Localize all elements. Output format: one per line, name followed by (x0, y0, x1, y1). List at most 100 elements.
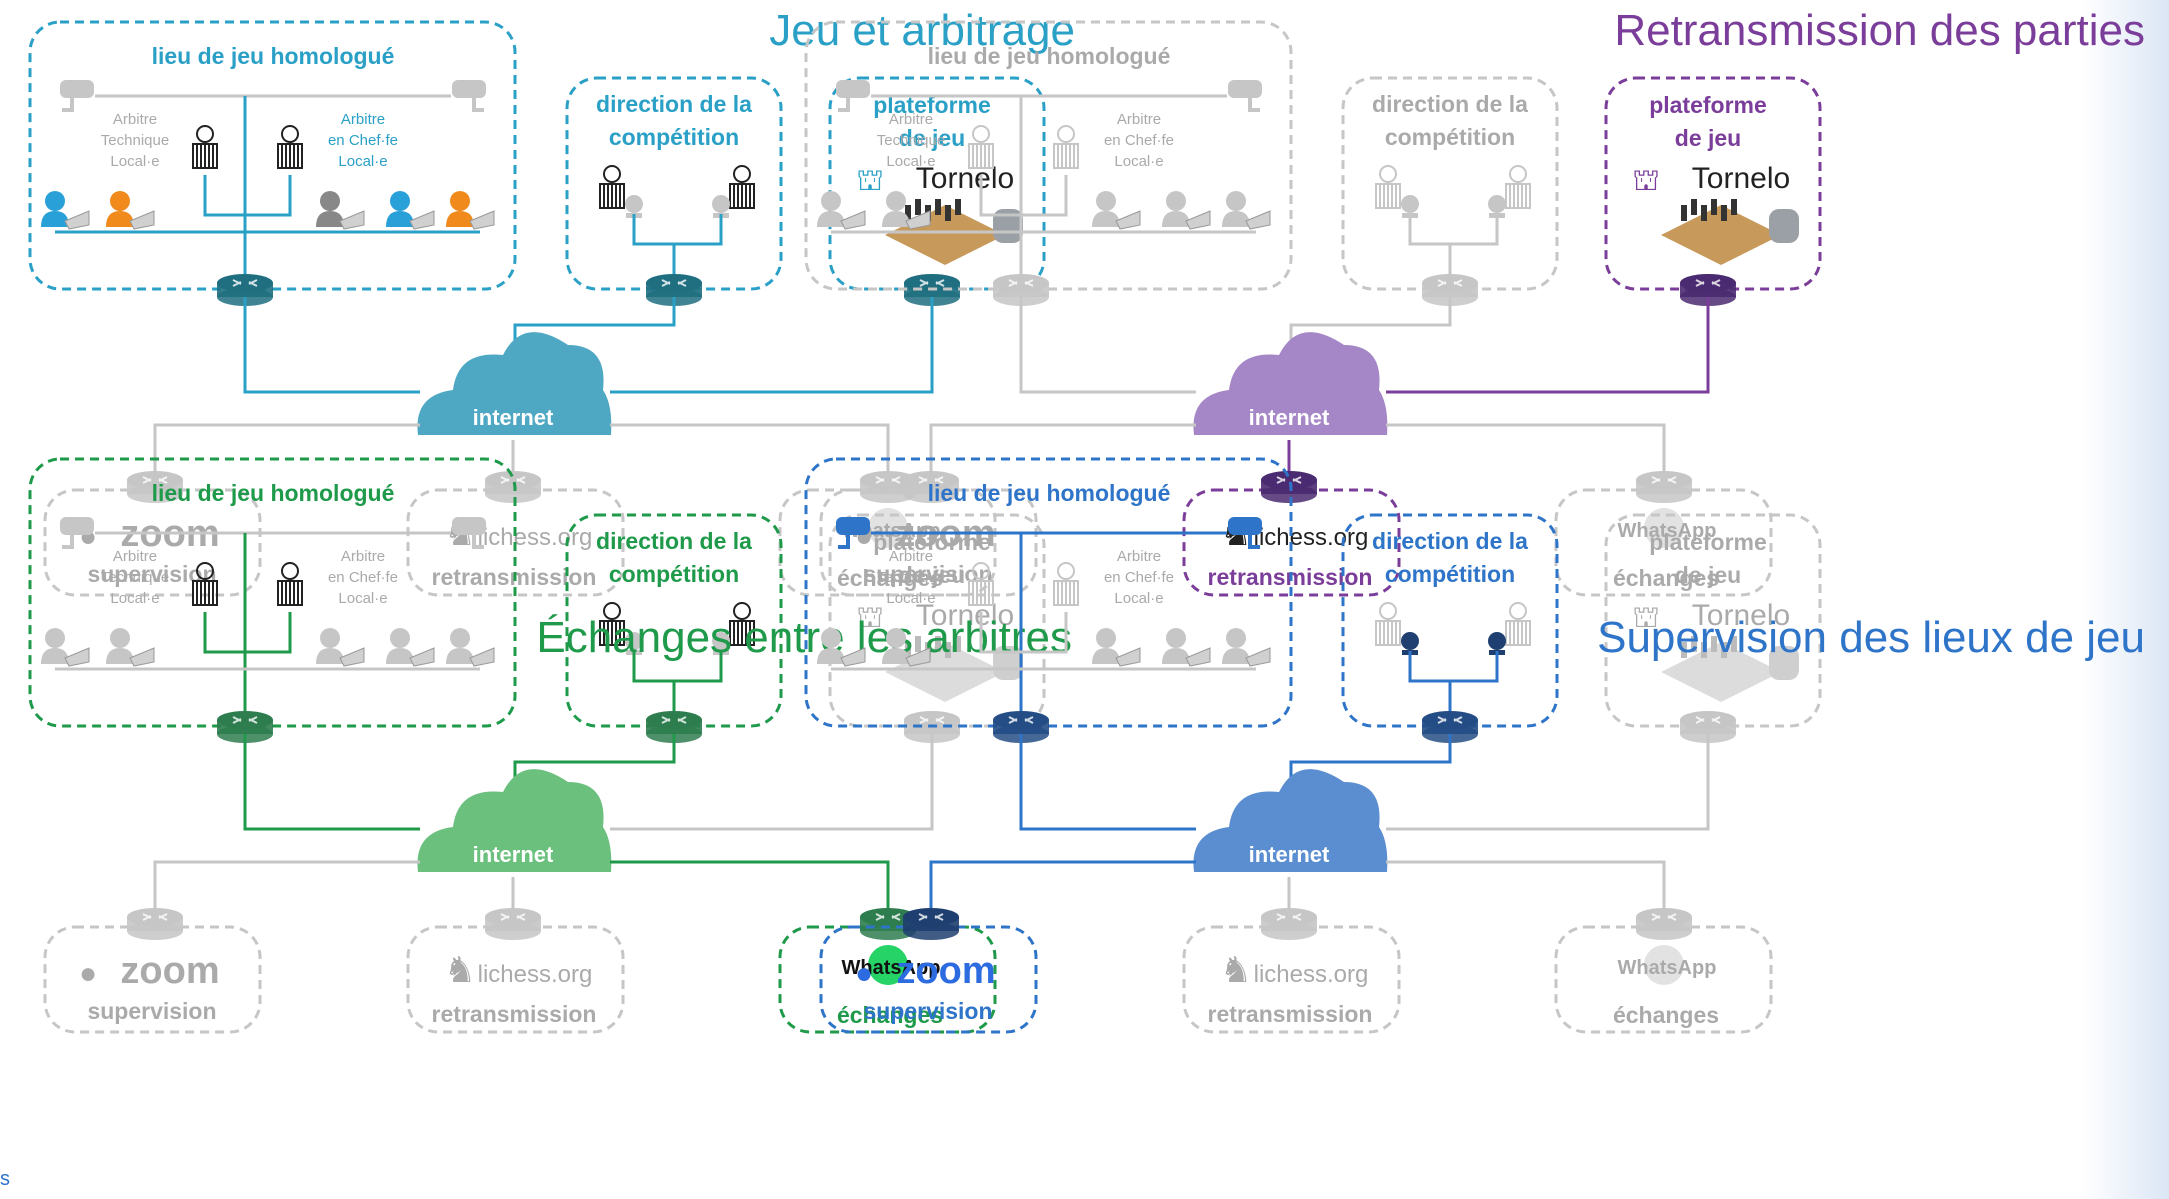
zoom-icon: ● (855, 957, 873, 990)
zoom-icon: ● (79, 957, 97, 990)
person-head (45, 628, 65, 648)
zoom-link (929, 423, 1196, 475)
player-icon (1162, 628, 1211, 667)
router-top (217, 711, 273, 729)
referee-head (1057, 125, 1075, 143)
platform-label: plateforme (1649, 92, 1767, 118)
venue-label: lieu de jeu homologué (928, 480, 1171, 506)
arbiter-chief-label: Local·e (1114, 590, 1163, 607)
referee-icon (968, 125, 994, 169)
router-arrows (919, 716, 945, 724)
router-arrows (875, 476, 901, 484)
router-top (1261, 471, 1317, 489)
person-head (1226, 191, 1246, 211)
laptop-icon (840, 210, 866, 230)
camera-body (1228, 517, 1262, 535)
referee-head (1509, 165, 1527, 183)
referee-head (1379, 602, 1397, 620)
venue-link (243, 734, 420, 831)
referee-icon (277, 562, 303, 606)
laptop-icon (64, 647, 90, 667)
chess-piece (955, 636, 961, 652)
player-icon (1222, 191, 1271, 230)
person-head (1166, 191, 1186, 211)
direction-label: compétition (1385, 561, 1515, 587)
person-head (450, 191, 470, 211)
router-arrows (232, 279, 258, 287)
whatsapp-link (1386, 860, 1666, 912)
panel-title-1: Jeu et arbitrage (769, 6, 1075, 55)
router-arrows (875, 913, 901, 921)
venue-link (1019, 734, 1196, 831)
player-icon (446, 191, 495, 230)
lichess-label: lichess.org (478, 524, 593, 551)
arbiter-technical-label: Technique (101, 132, 169, 149)
person-body (817, 211, 845, 227)
chess-piece (935, 199, 941, 215)
referee-line (979, 175, 1068, 217)
tornelo-label: Tornelo (916, 162, 1014, 195)
arbiter-chief-label: Arbitre (341, 111, 385, 128)
laptop-icon (339, 210, 365, 230)
whatsapp-label: WhatsApp (842, 957, 941, 979)
router-top (646, 274, 702, 292)
arbiter-technical-label: Local·e (110, 590, 159, 607)
arbiter-chief-label: Arbitre (341, 548, 385, 565)
router-icon (646, 711, 702, 743)
person-head (45, 191, 65, 211)
tornelo-icon: ⛫ (856, 601, 884, 634)
person-head (1096, 628, 1116, 648)
person-head (390, 628, 410, 648)
chess-piece (1721, 205, 1727, 221)
camera-body (1228, 80, 1262, 98)
router-arrows (661, 279, 687, 287)
referee-head (972, 562, 990, 580)
referee-head (603, 602, 621, 620)
router-top (127, 471, 183, 489)
webcam-lens (1401, 632, 1419, 650)
panel-title: Échanges entre les arbitres (536, 613, 1072, 662)
laptop-icon (1185, 647, 1211, 667)
player-icon (882, 191, 931, 230)
tornelo-icon: ⛫ (1632, 601, 1660, 634)
arbiter-technical-label: Arbitre (889, 548, 933, 565)
zoom-caption: supervision (87, 998, 216, 1024)
arbiter-chief-label: Arbitre (1117, 548, 1161, 565)
platform-label: de jeu (899, 562, 965, 588)
whatsapp-link (610, 860, 890, 912)
router-icon (485, 471, 541, 503)
platform-box (828, 513, 1046, 728)
referee-head (281, 125, 299, 143)
arbiter-technical-label: Technique (877, 569, 945, 586)
whatsapp-caption: échanges (837, 565, 943, 591)
player-icon (316, 191, 365, 230)
arbiter-technical-label: Arbitre (113, 548, 157, 565)
camera-icon (1228, 80, 1262, 112)
panel-3: lieu de jeu homologuéArbitreTechniqueLoc… (28, 457, 1046, 1034)
laptop-icon (840, 647, 866, 667)
laptop-icon (469, 210, 495, 230)
whatsapp-icon (868, 945, 908, 985)
chess-piece (1731, 636, 1737, 652)
direction-inner-line (1408, 214, 1499, 246)
lichess-caption: retransmission (432, 1001, 597, 1027)
person-head (1226, 628, 1246, 648)
person-head (821, 191, 841, 211)
person-head (110, 191, 130, 211)
router-icon (1261, 908, 1317, 940)
person-body (41, 648, 69, 664)
router-top (903, 908, 959, 926)
direction-label: compétition (609, 561, 739, 587)
webcam-lens (1488, 195, 1506, 213)
person-body (106, 648, 134, 664)
side-mark: s (0, 1168, 10, 1190)
router-arrows (661, 716, 687, 724)
direction-box (1341, 76, 1559, 291)
direction-label: direction de la (1372, 528, 1528, 554)
player-icon (106, 191, 155, 230)
direction-label: compétition (1385, 124, 1515, 150)
tornelo-icon: ⛫ (856, 164, 884, 197)
internet-label: internet (473, 405, 554, 430)
router-arrows (918, 476, 944, 484)
